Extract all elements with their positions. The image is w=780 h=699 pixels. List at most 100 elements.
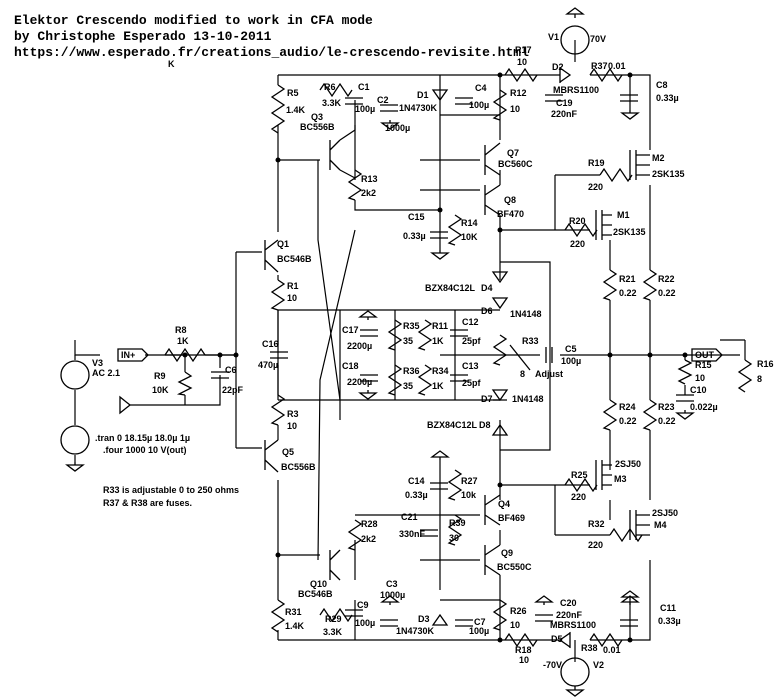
r38-value: 0.01: [603, 645, 621, 655]
c6-name: C6: [225, 365, 237, 375]
v4-source-symbol: [60, 425, 90, 455]
r15-value: 10: [695, 373, 705, 383]
q7-value: BC560C: [498, 159, 533, 169]
r37-resistor-symbol: [589, 67, 623, 83]
r20-resistor-symbol: [564, 222, 598, 238]
r22-value: 0.22: [658, 288, 676, 298]
q5-name: Q5: [282, 447, 294, 457]
r8-name: R8: [175, 325, 187, 335]
r6-resistor-symbol: [319, 82, 353, 98]
r28-name: R28: [361, 519, 378, 529]
r24-resistor-symbol: [602, 399, 618, 431]
r33-resistor-symbol: [492, 334, 508, 366]
q8-name: Q8: [504, 195, 516, 205]
r34-name: R34: [432, 366, 449, 376]
r34-resistor-symbol: [417, 364, 433, 396]
out-port-label: OUT: [695, 350, 715, 360]
c1-name: C1: [358, 82, 370, 92]
d6-name: D6: [481, 306, 493, 316]
c9-value: 100µ: [355, 618, 375, 628]
r35-value: 35: [403, 336, 413, 346]
r35-resistor-symbol: [387, 319, 403, 351]
r31-name: R31: [285, 607, 302, 617]
r11-resistor-symbol: [417, 319, 433, 351]
r29-name: R29: [325, 614, 342, 624]
d5-diode-symbol: [558, 631, 571, 649]
q4-name: Q4: [498, 499, 510, 509]
r33-adjust-label: Adjust: [535, 369, 563, 379]
m4-name: M4: [654, 520, 667, 530]
r16-resistor-symbol: [737, 359, 753, 393]
r32-value: 220: [588, 540, 603, 550]
r6-name: R6: [324, 82, 336, 92]
components: [60, 7, 753, 697]
note-line-2: R37 & R38 are fuses.: [103, 498, 192, 508]
d1-diode-symbol: [431, 89, 449, 102]
r38-name: R38: [581, 643, 598, 653]
r13-name: R13: [361, 174, 378, 184]
q3-value: BC556B: [300, 122, 335, 132]
v1-name: V1: [548, 32, 559, 42]
r11-name: R11: [432, 321, 448, 331]
c17-value: 2200µ: [347, 341, 372, 351]
r24-name: R24: [619, 402, 636, 412]
r25-value: 220: [571, 492, 586, 502]
r16-name: R16: [757, 359, 774, 369]
in-port-symbol: [117, 348, 149, 362]
title-block: Elektor Crescendo modified to work in CF…: [14, 13, 529, 69]
r32-resistor-symbol: [609, 527, 643, 543]
r28-resistor-symbol: [347, 519, 363, 551]
r18-value: 10: [519, 655, 529, 665]
r39-name: R39: [449, 518, 466, 528]
r3-resistor-symbol: [270, 394, 286, 426]
m3-value: 2SJ50: [615, 459, 641, 469]
v3-name: V3: [92, 358, 103, 368]
r19-resistor-symbol: [599, 167, 633, 183]
c15-value: 0.33µ: [403, 231, 426, 241]
q10-name: Q10: [310, 579, 327, 589]
wires: [74, 40, 746, 662]
d3-name: D3: [418, 614, 430, 624]
q3-name: Q3: [311, 112, 323, 122]
r14-name: R14: [461, 218, 478, 228]
r24-value: 0.22: [619, 416, 637, 426]
r9-value: 10K: [152, 385, 169, 395]
r21-value: 0.22: [619, 288, 637, 298]
r37-name: R37: [591, 61, 608, 71]
r25-resistor-symbol: [564, 477, 598, 493]
c4-name: C4: [475, 83, 487, 93]
c2-name: C2: [377, 95, 389, 105]
r23-value: 0.22: [658, 416, 676, 426]
r21-name: R21: [619, 274, 636, 284]
junction-dots: [182, 72, 688, 643]
c4-value: 100µ: [469, 100, 489, 110]
r39-resistor-symbol: [447, 514, 463, 546]
r14-resistor-symbol: [447, 214, 463, 246]
r28-value: 2k2: [361, 534, 376, 544]
r26-name: R26: [510, 606, 527, 616]
c6-value: 22pF: [222, 385, 244, 395]
ground-symbols: [65, 7, 695, 697]
r12-value: 10: [510, 104, 520, 114]
r20-value: 220: [570, 239, 585, 249]
c21-name: C21: [401, 512, 418, 522]
c5-value: 100µ: [561, 356, 581, 366]
c17-name: C17: [342, 325, 359, 335]
r23-resistor-symbol: [642, 399, 658, 431]
sim-directive-tran: .tran 0 18.15µ 18.0µ 1µ: [95, 433, 190, 443]
c20-value: 220nF: [556, 610, 583, 620]
r9-name: R9: [154, 371, 166, 381]
title-line-2: by Christophe Esperado 13-10-2011: [14, 29, 272, 44]
d4-value: BZX84C12L: [425, 283, 476, 293]
r33-value: 8: [520, 369, 525, 379]
title-line-3: https://www.esperado.fr/creations_audio/…: [14, 45, 529, 60]
r14-value: 10K: [461, 232, 478, 242]
c11-value: 0.33µ: [658, 616, 681, 626]
q1-value: BC546B: [277, 254, 312, 264]
r17-name: R17: [515, 45, 532, 55]
r21-resistor-symbol: [602, 269, 618, 301]
q8-value: BF470: [497, 209, 524, 219]
r8-resistor-symbol: [164, 347, 206, 363]
r26-value: 10: [510, 620, 520, 630]
out-port-symbol: [691, 348, 723, 362]
